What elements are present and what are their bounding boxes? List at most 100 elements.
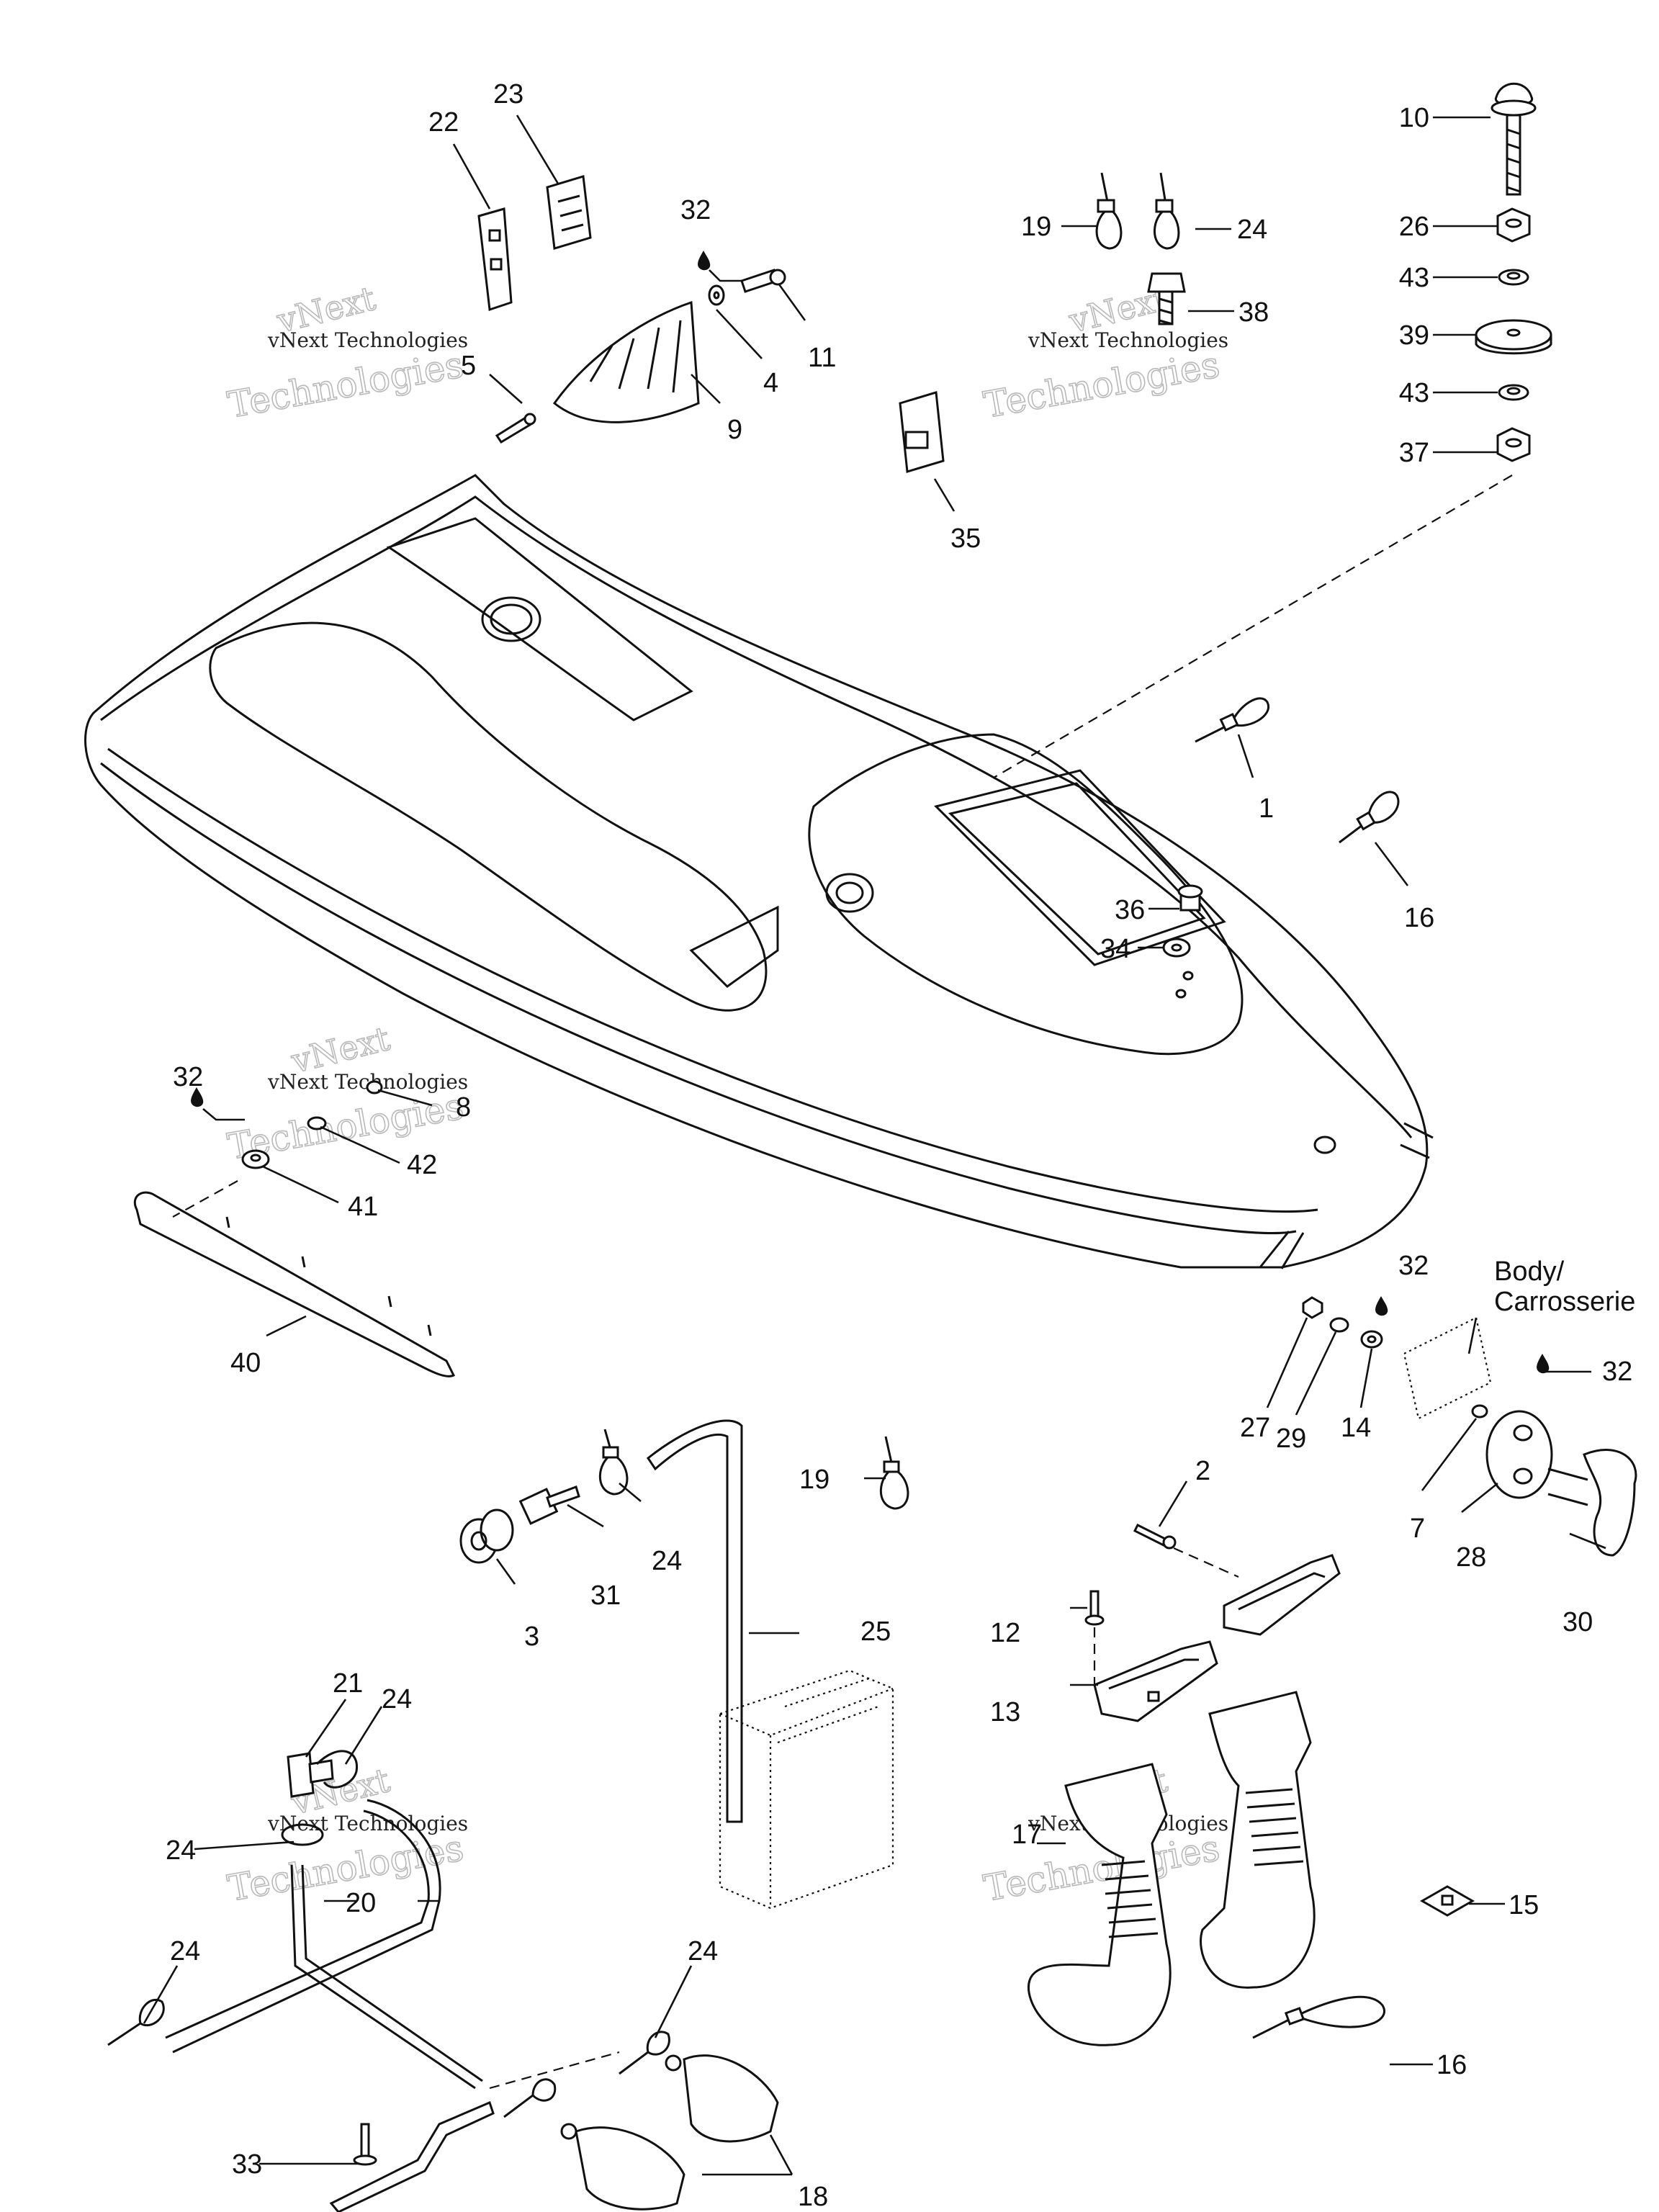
body-plate	[1403, 1316, 1492, 1420]
callout-43-top: 43	[1399, 263, 1429, 293]
svg-text:Technologies: Technologies	[225, 343, 467, 426]
callout-27: 27	[1240, 1413, 1270, 1443]
callout-16-right: 16	[1404, 903, 1434, 933]
part-35-clip	[899, 391, 945, 473]
callout-39: 39	[1399, 320, 1429, 351]
callout-40: 40	[230, 1348, 261, 1378]
part-7-washer	[1471, 1404, 1488, 1419]
part-30-drain-cap	[1547, 1449, 1637, 1557]
part-43-washer-bottom	[1498, 384, 1529, 401]
callout-32-right-2: 32	[1602, 1357, 1632, 1387]
part-28-drain-housing	[1485, 1410, 1553, 1499]
part-vent-housing-upper	[1223, 1554, 1341, 1636]
watermark-mid-left: vNext vNext Technologies Technologies	[224, 1018, 468, 1169]
callout-24-bottom-right: 24	[688, 1936, 718, 1966]
watermark-top-right: vNext vNext Technologies Technologies	[980, 278, 1228, 427]
leader-lines	[143, 114, 1606, 2176]
callout-1: 1	[1259, 793, 1274, 824]
part-40-rail	[134, 1191, 456, 1377]
part-24-tie-bottom-right	[503, 2031, 670, 2118]
callout-19-top: 19	[1021, 212, 1051, 242]
part-34-grommet	[1162, 938, 1191, 958]
callout-22: 22	[428, 107, 459, 138]
part-4-washer	[708, 284, 725, 306]
callout-2: 2	[1195, 1456, 1210, 1486]
callout-32-left: 32	[173, 1062, 203, 1092]
part-24-tie-upper	[315, 1750, 359, 1789]
callout-8: 8	[456, 1092, 471, 1123]
callout-14: 14	[1341, 1413, 1371, 1443]
assembly-line-40	[172, 1180, 238, 1218]
callout-4: 4	[763, 368, 778, 398]
callout-26: 26	[1399, 212, 1429, 242]
callout-29: 29	[1276, 1424, 1306, 1454]
callout-24-mid: 24	[652, 1546, 682, 1576]
part-24-tie-top	[1154, 172, 1180, 250]
part-41-spacer	[241, 1149, 270, 1169]
part-14-washer	[1360, 1330, 1383, 1349]
callout-24-bottom-left: 24	[170, 1936, 200, 1966]
part-11-screw	[740, 269, 786, 293]
callout-38: 38	[1238, 297, 1269, 328]
callout-7: 7	[1410, 1514, 1425, 1544]
part-17-flex-duct	[1028, 1763, 1172, 2046]
battery-outline	[719, 1669, 894, 1910]
part-27-nut	[1302, 1296, 1323, 1319]
watercraft-body-illustration	[84, 474, 1434, 1269]
assembly-line-hose	[489, 2051, 620, 2090]
callout-3: 3	[524, 1622, 539, 1652]
part-25-vent-tube	[646, 1419, 743, 1823]
part-38-screw	[1147, 272, 1186, 325]
callout-32-right-1: 32	[1398, 1251, 1429, 1281]
body-label-line1: Body/	[1494, 1256, 1565, 1287]
callout-34: 34	[1100, 934, 1130, 964]
callout-13: 13	[990, 1697, 1020, 1727]
part-9-vent-grille	[552, 300, 700, 423]
callout-24-upper: 24	[382, 1684, 412, 1714]
part-12-screw	[1084, 1590, 1105, 1626]
part-10-bolt	[1491, 82, 1537, 196]
part-42-washer	[307, 1116, 327, 1130]
callout-12: 12	[990, 1618, 1020, 1648]
part-24-tie-bottom-left	[107, 1998, 165, 2046]
part-15-clip	[1419, 1885, 1475, 1917]
callout-37: 37	[1399, 438, 1429, 468]
part-39-mount	[1475, 319, 1552, 355]
callout-24-top: 24	[1237, 215, 1267, 245]
callout-31: 31	[590, 1581, 621, 1611]
callout-23: 23	[493, 79, 523, 109]
part-36-plug	[1177, 884, 1203, 912]
callout-21: 21	[333, 1668, 363, 1699]
body-label-line2: Carrosserie	[1494, 1287, 1635, 1317]
part-24-tie-left-mid	[281, 1823, 324, 1846]
callout-16-bottom: 16	[1437, 2050, 1467, 2080]
callout-43-bottom: 43	[1399, 378, 1429, 408]
callout-17: 17	[1012, 1820, 1042, 1850]
part-23-terminal-block	[546, 175, 592, 250]
part-22-bracket	[477, 207, 513, 312]
part-18-fuel-tanks	[560, 2054, 779, 2211]
part-5-rivet	[495, 413, 536, 444]
part-37-nut	[1496, 427, 1531, 462]
part-bracket-strap	[329, 2100, 495, 2212]
callout-labels: 10 26 43 39 43 37 19 24 38 22 23 32 11 4…	[166, 79, 1635, 2212]
oil-drop-icon-top	[698, 251, 742, 282]
part-24-tie-mid	[598, 1429, 629, 1496]
callout-25: 25	[860, 1617, 891, 1647]
callout-36: 36	[1115, 895, 1145, 925]
callout-9: 9	[727, 415, 742, 445]
callout-5: 5	[461, 351, 476, 381]
svg-text:vNext Technologies: vNext Technologies	[267, 1812, 468, 1835]
svg-text:vNext Technologies: vNext Technologies	[267, 328, 468, 352]
callout-24-left: 24	[166, 1835, 196, 1866]
callout-10: 10	[1399, 103, 1429, 133]
part-33-rivet	[353, 2123, 377, 2166]
oil-drop-icon-left	[191, 1087, 245, 1121]
callout-19-mid: 19	[799, 1465, 830, 1495]
part-29-washer	[1329, 1317, 1349, 1333]
callout-30: 30	[1563, 1607, 1593, 1637]
callout-42: 42	[407, 1150, 437, 1180]
callout-11: 11	[808, 343, 836, 373]
callout-28: 28	[1456, 1542, 1486, 1573]
